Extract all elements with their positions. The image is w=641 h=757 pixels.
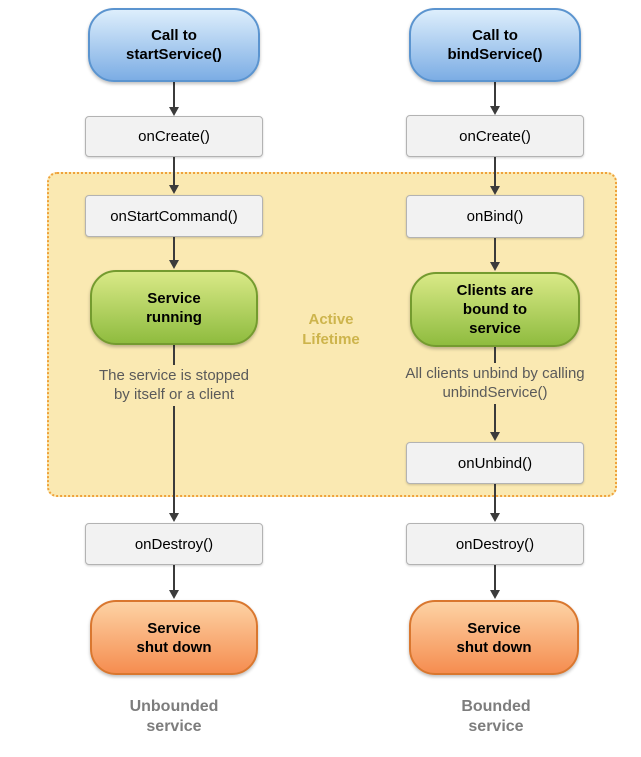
node-right-oncreate-label: onCreate() [459,127,531,145]
arrow-right-1 [490,82,500,115]
node-left-oncreate-label: onCreate() [138,128,210,145]
node-right-oncreate: onCreate() [406,115,584,157]
line-right-stub [494,347,496,363]
arrow-right-4 [490,404,500,441]
node-clients-bound-label: Clients are bound to service [456,282,534,337]
node-right-ondestroy: onDestroy() [406,523,584,565]
note-clients-unbind: All clients unbind by calling unbindServ… [405,365,585,401]
node-onbind: onBind() [406,195,584,238]
note-service-stopped: The service is stopped by itself or a cl… [98,367,250,403]
caption-unbounded-service: Unbounded service [129,698,219,735]
node-onunbind: onUnbind() [406,442,584,484]
line-left-stub [173,345,175,365]
arrow-right-6 [490,565,500,599]
node-left-service-shutdown: Service shut down [90,600,258,675]
arrow-left-4 [169,406,179,522]
arrow-right-2 [490,157,500,195]
node-clients-bound: Clients are bound to service [410,272,580,347]
node-right-ondestroy-label: onDestroy() [455,535,535,553]
arrow-left-1 [169,82,179,116]
node-onunbind-label: onUnbind() [457,454,533,472]
node-onbind-label: onBind() [466,208,524,225]
arrow-left-5 [169,565,179,599]
arrow-left-2 [169,157,179,194]
node-left-ondestroy: onDestroy() [85,523,263,565]
node-right-service-shutdown-label: Service shut down [456,619,532,656]
node-left-oncreate: onCreate() [85,116,263,157]
node-call-startservice: Call to startService() [88,8,260,82]
node-onstartcommand-label: onStartCommand() [110,207,238,225]
caption-bounded-service: Bounded service [461,698,531,735]
node-call-startservice-label: Call to startService() [126,27,222,63]
arrow-right-5 [490,484,500,522]
node-left-service-shutdown-label: Service shut down [136,619,212,656]
active-lifetime-label: Active Lifetime [302,311,360,348]
node-call-bindservice: Call to bindService() [409,8,581,82]
node-left-ondestroy-label: onDestroy() [134,535,214,553]
node-service-running: Service running [90,270,258,345]
arrow-left-3 [169,237,179,269]
node-right-service-shutdown: Service shut down [409,600,579,675]
node-onstartcommand: onStartCommand() [85,195,263,237]
node-service-running-label: Service running [146,289,202,326]
arrow-right-3 [490,238,500,271]
node-call-bindservice-label: Call to bindService() [447,27,543,63]
